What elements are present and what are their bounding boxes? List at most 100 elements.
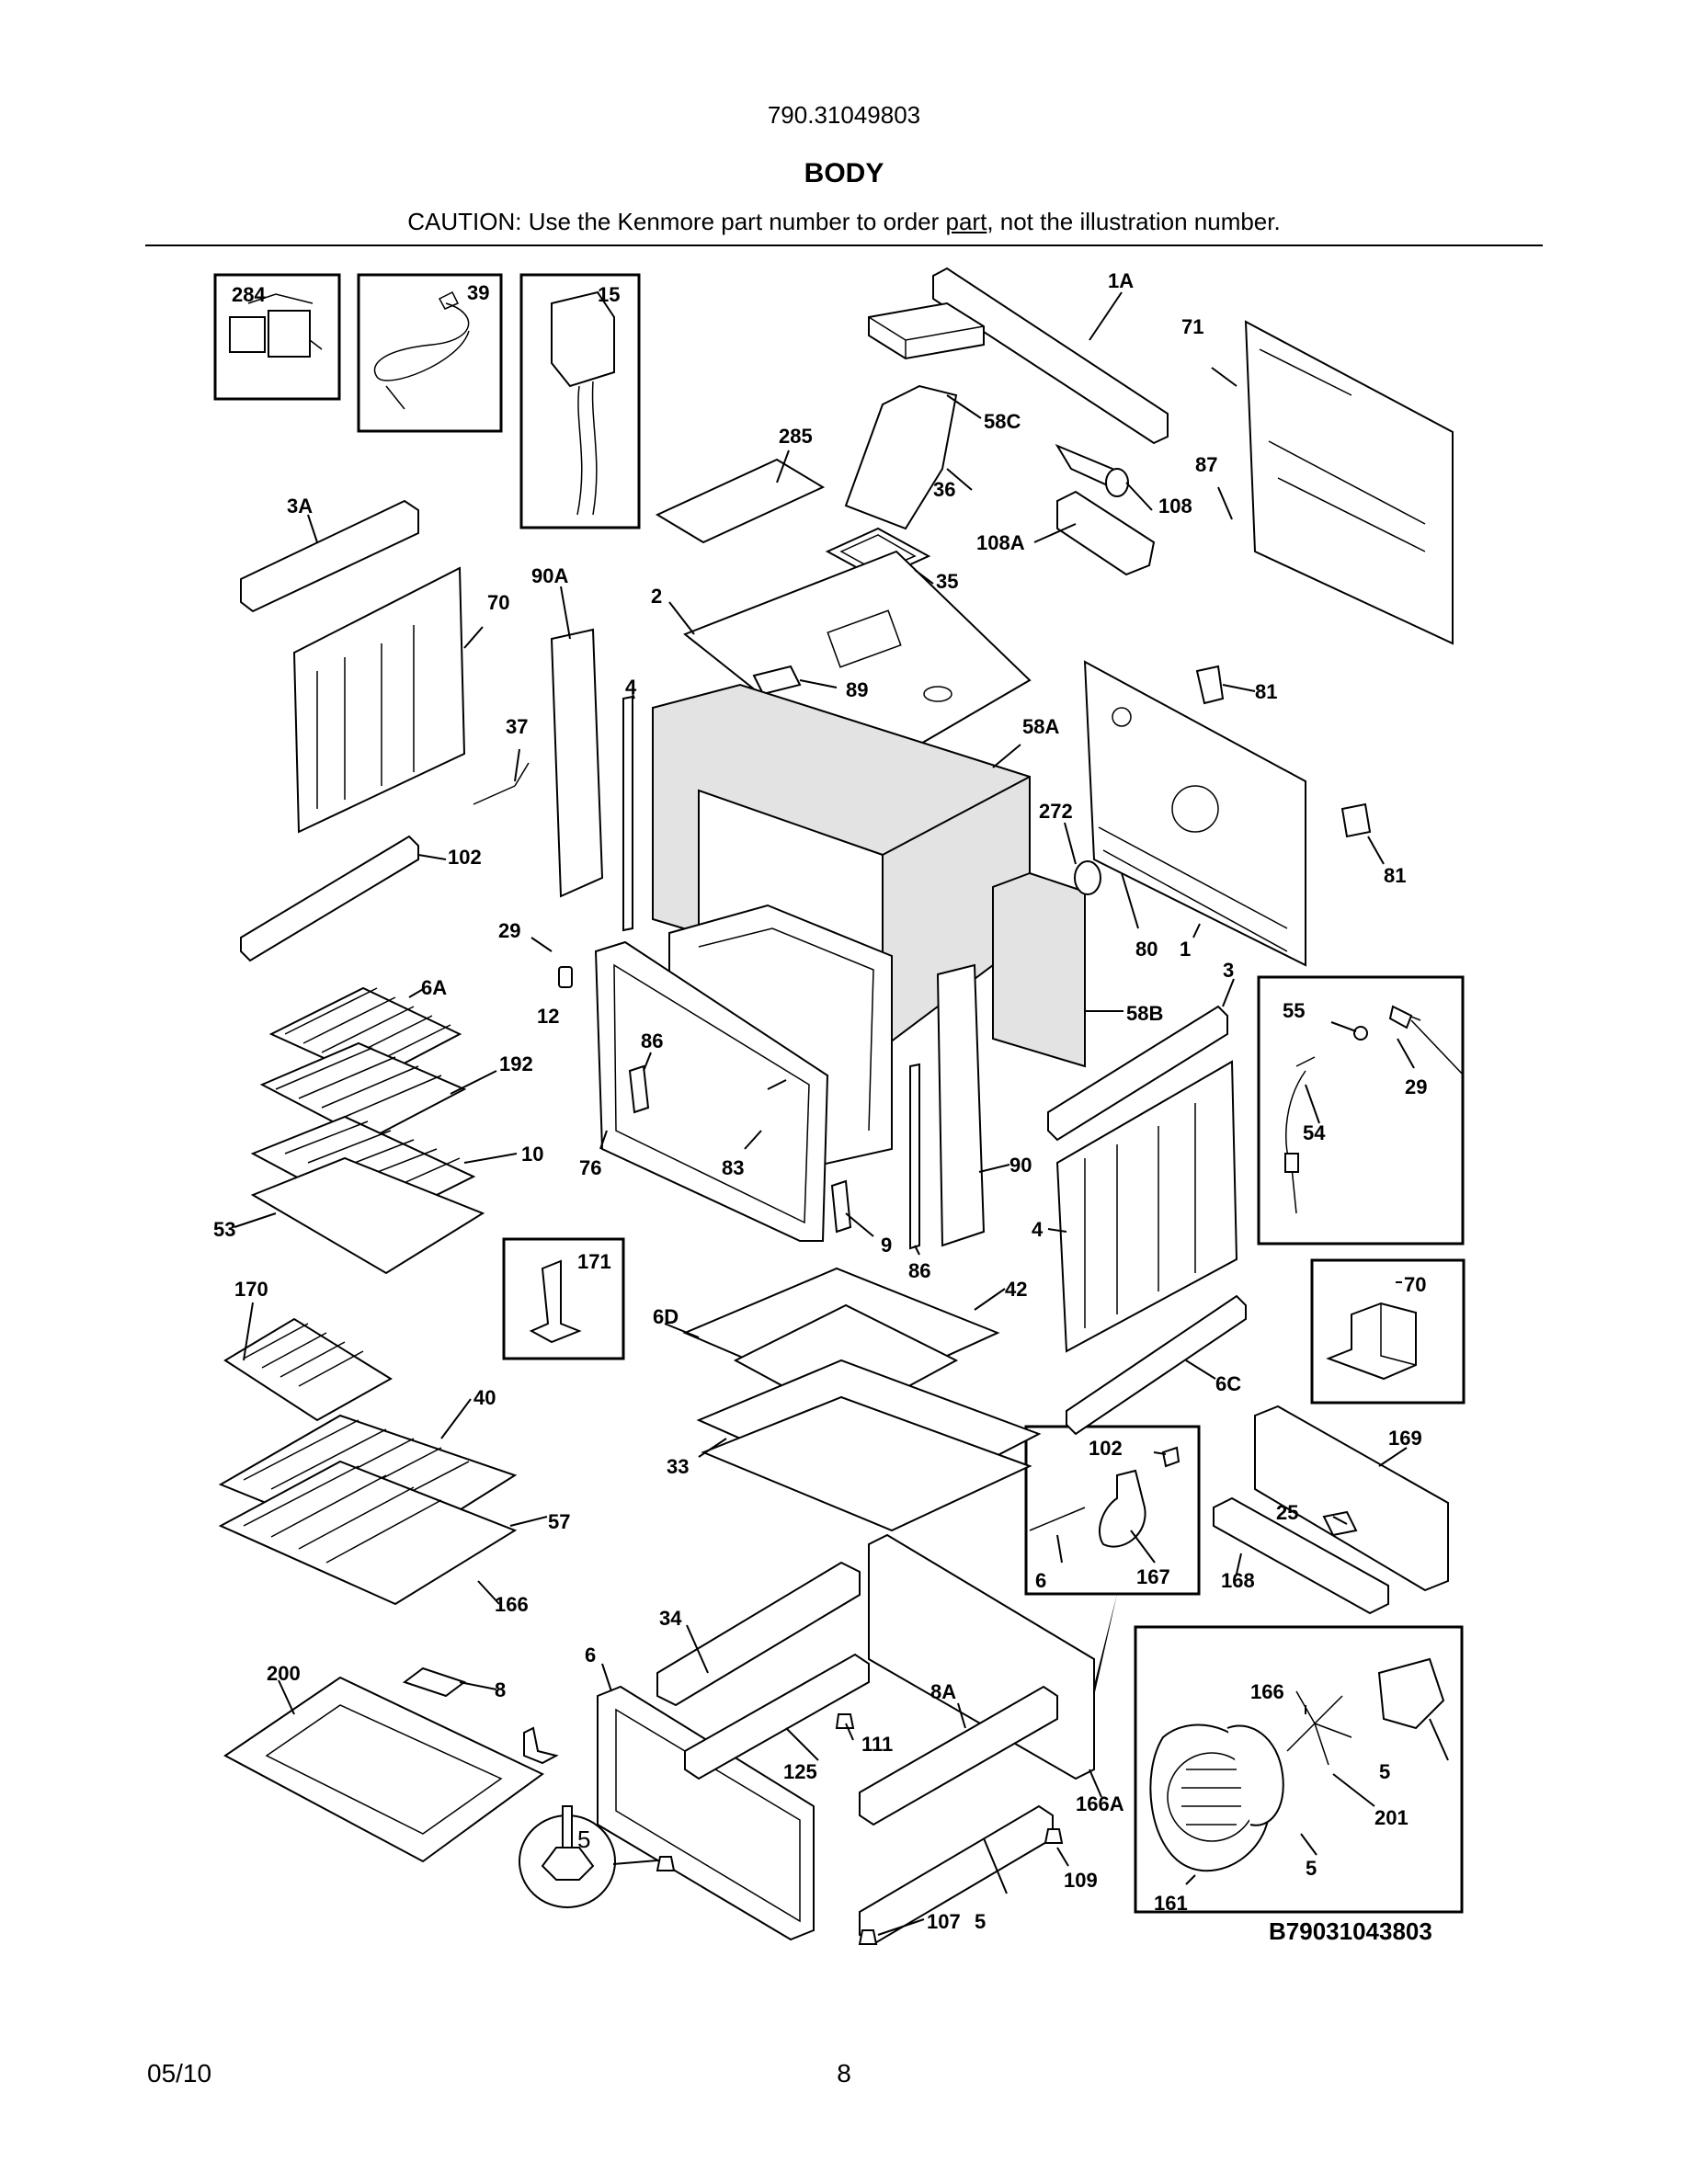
caution-prefix: CAUTION: Use the Kenmore part number to …: [407, 208, 946, 235]
callout-label: 6: [1035, 1569, 1046, 1592]
callout-label: 90A: [531, 564, 568, 587]
part-57-34-bracket: [1213, 1496, 1389, 1615]
part-81-clip-upper: [1195, 665, 1225, 705]
callout-label: 1: [1180, 938, 1191, 961]
callout-label: 54: [1303, 1121, 1326, 1144]
caution-underlined-word: part: [945, 208, 987, 235]
callout-label: 102: [1089, 1437, 1123, 1460]
callout-label: 8A: [930, 1680, 956, 1703]
callout-label: 3: [1223, 959, 1234, 982]
part-8-drawer-pan: [223, 1676, 544, 1863]
part-108-fan-motor: [1055, 443, 1129, 497]
inset-box-171: [502, 1237, 625, 1360]
footer-date: 05/10: [147, 2059, 212, 2087]
callout-label: 171: [577, 1250, 611, 1273]
drawing-code: B79031043803: [1269, 1917, 1432, 1945]
callout-label: 89: [846, 678, 868, 701]
header-divider: [145, 245, 1543, 246]
callout-label: 90: [1009, 1154, 1032, 1177]
callout-label: 70: [1404, 1273, 1426, 1296]
inset-leveling-leg: 5: [519, 1805, 658, 1908]
callout-label: 5: [1379, 1760, 1390, 1783]
part-166-drawer-slide-right: [859, 1685, 1058, 1826]
callout-label: 200: [267, 1662, 301, 1685]
part-4-strip-lower: [909, 1063, 920, 1250]
part-3A-bracket: [240, 499, 419, 613]
caution-note: CAUTION: Use the Kenmore part number to …: [0, 208, 1688, 236]
callout-label: 284: [232, 283, 266, 306]
part-6-rack: [218, 1460, 518, 1606]
callout-label: 161: [1154, 1892, 1188, 1915]
callout-label: 272: [1039, 800, 1073, 823]
part-8A-bracket: [402, 1666, 559, 1765]
callout-label: 29: [498, 919, 520, 942]
part-166-drawer-slide-upper: [656, 1561, 861, 1707]
part-25-bottom-panel: [696, 1359, 1042, 1532]
part-58B-side-wrap: [992, 871, 1086, 1068]
callout-label: 39: [467, 281, 489, 304]
part-102-trim-left: [240, 835, 419, 962]
callout-label: 37: [506, 715, 528, 738]
part-200-drawer-front: [597, 1685, 815, 1941]
part-90A-side-trim: [550, 628, 604, 898]
callout-label: 167: [1136, 1565, 1170, 1588]
callout-label: 70: [487, 591, 509, 614]
callout-label: 166: [1250, 1680, 1284, 1703]
callout-label: 53: [213, 1218, 235, 1241]
callout-label: 4: [1032, 1218, 1044, 1241]
part-70-side-panel-right: [1055, 1060, 1238, 1353]
callout-label: 57: [548, 1510, 570, 1533]
leader-lines: [234, 291, 1449, 1936]
callout-label: 34: [659, 1607, 682, 1630]
callout-label: 107: [927, 1910, 961, 1933]
part-9-broil-pan: [250, 1156, 485, 1275]
part-89-thermostat: [752, 665, 802, 696]
part-81-clip-lower: [1340, 802, 1372, 838]
footer-page-number: 8: [837, 2059, 851, 2087]
callout-label: 125: [783, 1760, 817, 1783]
callout-label: 168: [1221, 1569, 1255, 1592]
callout-label: 12: [537, 1005, 559, 1028]
part-5-leg-feet: [656, 1713, 1064, 1945]
part-12-hinge-pin: [558, 966, 573, 988]
inset-box-55-54-53: [1257, 975, 1465, 1246]
inset-box-284: [213, 273, 341, 401]
callout-label: 166A: [0, 0, 49, 5]
part-36-vent-duct: [844, 384, 958, 530]
caution-suffix: , not the illustration number.: [987, 208, 1281, 235]
callout-label: 3A: [287, 495, 313, 518]
callout-label: 170: [234, 1278, 268, 1301]
callout-label: 15: [598, 283, 620, 306]
part-37-wire: [473, 762, 530, 805]
callout-label: 58C: [984, 410, 1021, 433]
callout-label: 1A: [1108, 269, 1134, 292]
callout-label: 76: [579, 1156, 601, 1179]
callout-label: 58A: [1022, 715, 1059, 738]
part-58C-vent-block: [868, 301, 985, 360]
callout-label: 40: [473, 1386, 496, 1409]
callout-label: 29: [1405, 1075, 1427, 1098]
callout-label: 35: [936, 570, 958, 593]
callout-label: 6C: [1215, 1372, 1241, 1395]
callout-label: 42: [1005, 1278, 1027, 1301]
callout-label: 102: [448, 846, 482, 869]
part-6D-rack: [223, 1317, 393, 1422]
callout-label: 81: [1255, 680, 1277, 703]
callout-label: 108: [1158, 495, 1192, 518]
callout-label: 166: [495, 1593, 529, 1616]
callout-label: 33: [667, 1455, 689, 1478]
callout-label: 111: [861, 1733, 893, 1756]
part-90-side-trim: [936, 963, 986, 1247]
callout-label: 6A: [421, 976, 447, 999]
callout-label: 36: [933, 478, 955, 501]
callout-label: 25: [1276, 1501, 1298, 1524]
part-102-trim-right: [1066, 1294, 1247, 1436]
part-1-rear-wall: [1083, 660, 1306, 967]
callout-label: 80: [1135, 938, 1158, 961]
callout-label: 6D: [653, 1305, 679, 1328]
callout-label: 9: [881, 1234, 892, 1257]
callout-label: 201: [1374, 1806, 1409, 1829]
part-4-strip: [622, 695, 633, 932]
part-1A-top-rear-bracket: [932, 267, 1169, 445]
